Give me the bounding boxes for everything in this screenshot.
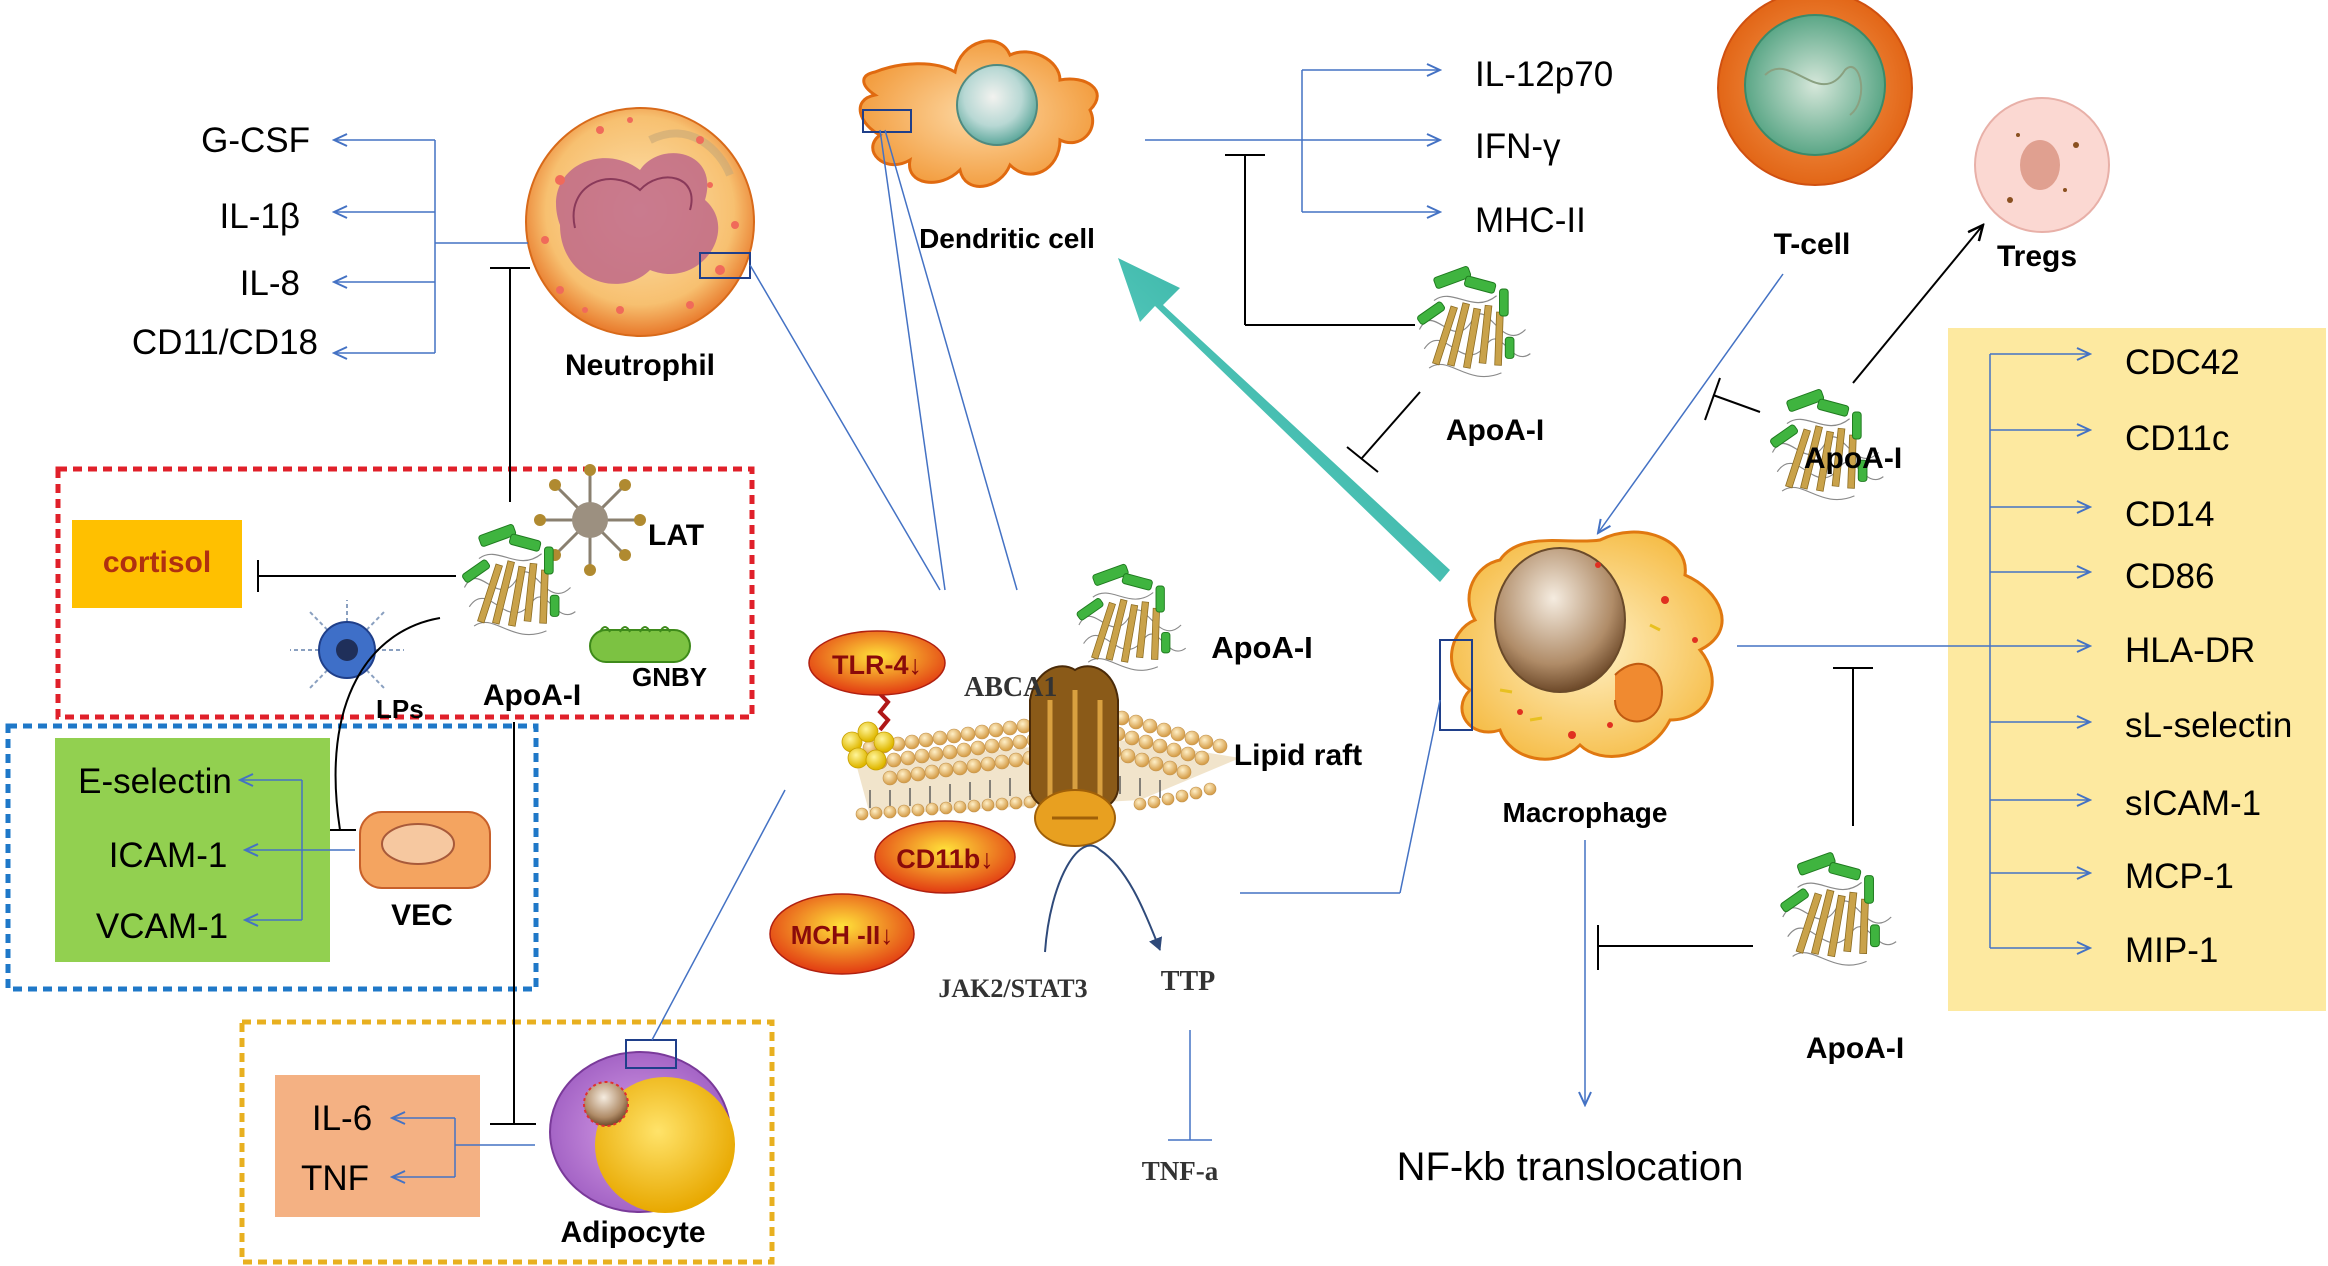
apoa-dc-inhibition [1346, 391, 1421, 473]
macrophage-output-arrows [1737, 354, 2090, 948]
cortisol-label: cortisol [103, 546, 211, 579]
macro-output-7: sICAM-1 [2125, 784, 2261, 823]
apoa-protein-icon-dc [1415, 265, 1531, 378]
vec-output-arrows [240, 780, 355, 920]
blue-dashed-box [5, 723, 539, 992]
macro-output-4: CD86 [2125, 557, 2214, 596]
apoa-vec-curve [334, 617, 441, 831]
lat-label: LAT [648, 519, 704, 552]
apoa-label-bottom: ApoA-I [1806, 1032, 1904, 1065]
adipocyte-output-arrows [392, 1118, 535, 1177]
neutrophil-cell-icon [525, 107, 755, 337]
t-cell-icon [1717, 0, 1913, 186]
neutrophil-output-3: IL-8 [240, 264, 300, 303]
tregs-label: Tregs [1997, 240, 2077, 273]
adipocyte-inhibition [490, 722, 536, 1125]
apoa-label-dc: ApoA-I [1446, 414, 1544, 447]
gnby-icon [589, 626, 691, 663]
red-dashed-box [55, 466, 755, 720]
cd11b-label: CD11b↓ [896, 844, 994, 874]
gnby-label: GNBY [632, 662, 707, 692]
dendritic-output-2: IFN-γ [1475, 127, 1561, 166]
tregs-icon [1974, 97, 2110, 233]
macro-output-8: MCP-1 [2125, 857, 2234, 896]
apoa-protein-icon-center [1075, 563, 1187, 671]
jak-ttp-arrow [1044, 844, 1163, 953]
neutrophil-output-1: G-CSF [201, 121, 310, 160]
vec-cell-icon [359, 811, 491, 889]
macro-output-3: CD14 [2125, 495, 2214, 534]
abca1-label: ABCA1 [964, 672, 1057, 703]
ttp-label: TTP [1161, 966, 1215, 997]
ttp-tnfa-inhibition [1168, 1030, 1212, 1141]
neutrophil-label: Neutrophil [565, 349, 715, 382]
neutrophil-output-arrows [334, 140, 528, 353]
macro-panel-inhibition [1833, 667, 1873, 826]
macro-output-5: HLA-DR [2125, 631, 2255, 670]
cd11b-badge [874, 820, 1016, 894]
adipocyte-cell-icon [549, 1039, 735, 1213]
nfkb-label: NF-kb translocation [1397, 1145, 1744, 1189]
apoa-tcell-inhibition [1704, 377, 1761, 421]
mch-badge [769, 893, 915, 975]
macrophage-label: Macrophage [1503, 797, 1668, 828]
macro-output-1: CDC42 [2125, 343, 2240, 382]
neutrophil-output-4: CD11/CD18 [132, 323, 318, 362]
tlr4-badge [808, 630, 946, 696]
adipocyte-label: Adipocyte [560, 1216, 705, 1249]
yellow-dashed-box [239, 1019, 775, 1265]
apoa-to-tregs-arrow [1852, 225, 1983, 384]
dendritic-output-arrows [1145, 70, 1440, 212]
dendritic-label: Dendritic cell [919, 223, 1095, 254]
lipid-raft-label: Lipid raft [1234, 739, 1362, 772]
macro-output-6: sL-selectin [2125, 706, 2292, 745]
jak-stat-label: JAK2/STAT3 [938, 974, 1087, 1003]
tcell-to-macrophage-arrow [1598, 273, 1784, 533]
dendritic-inhibition [1225, 154, 1415, 326]
neutrophil-inhibition [490, 267, 530, 502]
apoa-label-red: ApoA-I [483, 679, 581, 712]
apoa-label-tcell: ApoA-I [1804, 442, 1902, 475]
marker-e-selectin: E-selectin [78, 762, 232, 801]
dendritic-output-3: MHC-II [1475, 201, 1586, 240]
macrophage-markers-panel [1948, 328, 2326, 1011]
vec-label: VEC [391, 899, 453, 932]
macrophage-to-dc-arrow [1118, 258, 1450, 582]
magnify-connectors [651, 129, 1441, 1041]
marker-vcam: VCAM-1 [96, 907, 228, 946]
t-cell-label: T-cell [1774, 228, 1851, 261]
macro-output-2: CD11c [2125, 419, 2229, 458]
lps-icon [290, 600, 404, 689]
macro-output-9: MIP-1 [2125, 931, 2218, 970]
cytokine-tnf: TNF [301, 1159, 369, 1198]
dendritic-cell-icon [858, 39, 1099, 188]
tlr4-label: TLR-4↓ [832, 650, 922, 680]
lipid-membrane-icon [841, 674, 1240, 821]
neutrophil-output-2: IL-1β [220, 197, 300, 236]
dendritic-output-1: IL-12p70 [1475, 55, 1613, 94]
cortisol-box [72, 520, 242, 608]
cortisol-inhibition [257, 560, 456, 592]
macrophage-cell-icon [1439, 530, 1724, 761]
apoa-label-center: ApoA-I [1211, 630, 1313, 665]
apoa-protein-icon-bottom [1779, 851, 1897, 966]
marker-icam: ICAM-1 [109, 836, 228, 875]
lps-label: LPs [376, 694, 424, 724]
adipocyte-cytokines-box [275, 1075, 480, 1217]
cytokine-il6: IL-6 [312, 1099, 372, 1138]
abca1-transporter-icon [1029, 665, 1119, 847]
tnfa-label: TNF-a [1142, 1156, 1219, 1186]
mch-label: MCH -II↓ [791, 920, 894, 950]
apoa-nfkb-inhibition [1597, 925, 1753, 970]
apoa-protein-icon-red [460, 523, 576, 636]
